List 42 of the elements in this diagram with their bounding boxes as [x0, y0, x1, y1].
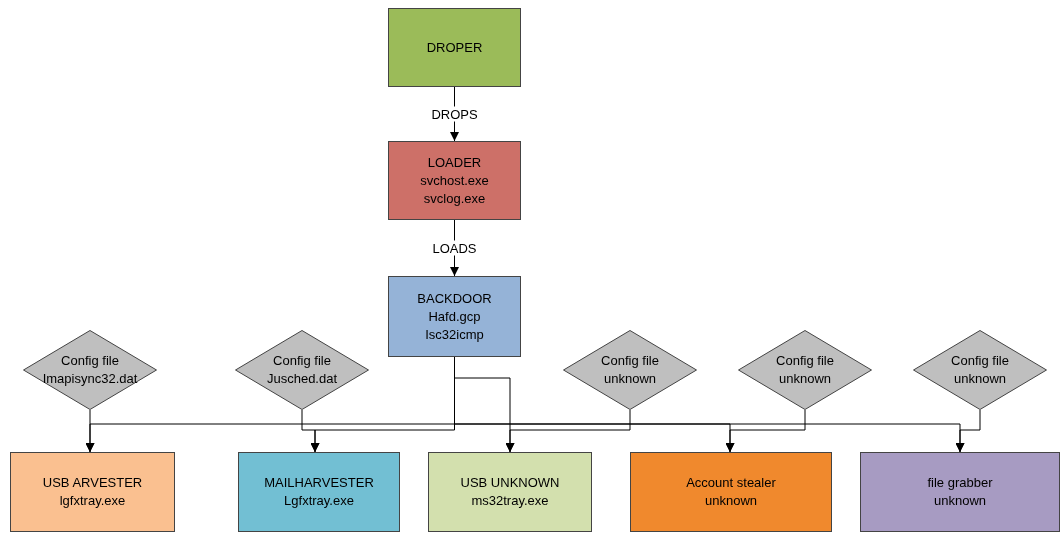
process-box [238, 452, 400, 532]
node-text: Config file [951, 352, 1009, 370]
node-text: lgfxtray.exe [59, 492, 126, 510]
process-box [388, 276, 521, 357]
node-text: unknown [704, 492, 757, 510]
node-text: Config file [61, 352, 119, 370]
node-text: unknown [953, 370, 1006, 388]
node-text: DROPER [426, 38, 483, 57]
arrow [955, 409, 981, 453]
node-text: ms32tray.exe [471, 492, 549, 510]
node-text: USB ARVESTER [42, 474, 143, 492]
node-text: Imapisync32.dat [42, 370, 138, 388]
arrow [505, 409, 631, 453]
arrow [301, 409, 320, 453]
node-text: Config file [776, 352, 834, 370]
node-text: file grabber [927, 474, 993, 492]
node-text: svchost.exe [420, 171, 489, 190]
node-text: LOADER [427, 153, 482, 172]
process-box [860, 452, 1060, 532]
node-text: Hafd.gcp [428, 307, 481, 326]
process-box [388, 8, 521, 87]
node-text: svclog.exe [423, 189, 486, 208]
node-text: Jusched.dat [266, 370, 338, 388]
node-text: Lgfxtray.exe [284, 492, 354, 510]
edge-label: DROPS [429, 106, 480, 122]
node-text: unknown [778, 370, 831, 388]
edge-label: LOADS [430, 240, 479, 256]
arrow [85, 409, 95, 453]
node-text: BACKDOOR [417, 289, 492, 308]
process-box [428, 452, 592, 532]
node-text: unknown [933, 492, 986, 510]
node-text: USB UNKNOWN [460, 474, 560, 492]
process-box [630, 452, 832, 532]
process-box [10, 452, 175, 532]
node-text: Account stealer [686, 474, 776, 492]
node-text: Config file [273, 352, 331, 370]
node-text: Isc32icmp [425, 325, 484, 344]
process-box [388, 141, 521, 220]
node-text: MAILHARVESTER [264, 474, 374, 492]
node-text: Config file [601, 352, 659, 370]
arrow [725, 409, 806, 453]
node-text: unknown [603, 370, 656, 388]
